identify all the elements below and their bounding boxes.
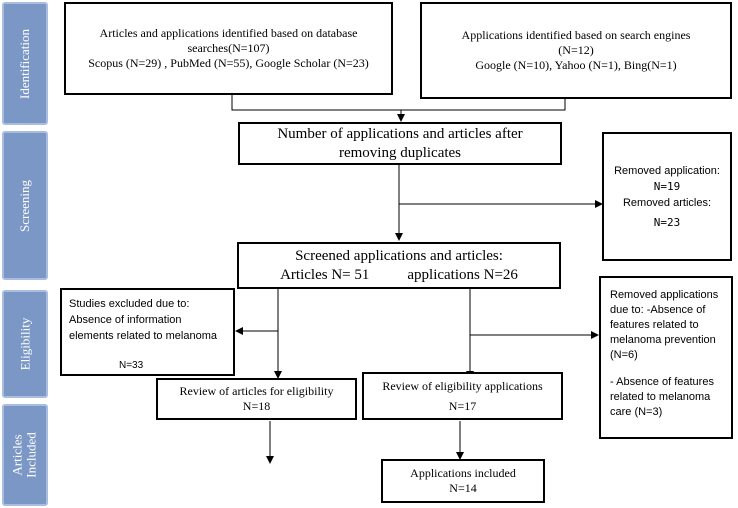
removed-apps-line4: melanoma prevention bbox=[610, 334, 716, 346]
database-search-box: Articles and applications identified bas… bbox=[64, 2, 393, 95]
review-apps-line1: Review of eligibility applications bbox=[382, 379, 543, 393]
review-articles-count: N=18 bbox=[242, 399, 271, 413]
excluded-count: N=33 bbox=[119, 360, 144, 371]
stage-identification: Identification bbox=[2, 2, 48, 125]
removed-apps-line5: (N=6) bbox=[610, 349, 638, 361]
engine-search-line1: Applications identified based on search … bbox=[461, 28, 691, 42]
applications-included-box: Applications included N=14 bbox=[381, 459, 545, 503]
engine-search-line3: Google (N=10), Yahoo (N=1), Bing(N=1) bbox=[475, 58, 677, 72]
removed-apps-line2: due to: -Absence of bbox=[610, 304, 706, 316]
excluded-studies-box: Studies excluded due to: Absence of info… bbox=[60, 288, 235, 376]
screened-counts: Articles N= 51 applications N=26 bbox=[280, 266, 518, 285]
merge-line bbox=[231, 94, 566, 111]
removed-apps-line6: - Absence of features bbox=[610, 376, 714, 388]
review-applications-box: Review of eligibility applications N=17 bbox=[362, 372, 563, 420]
removed-app-label: Removed application: bbox=[614, 164, 720, 177]
db-search-line3: Scopus (N=29) , PubMed (N=55), Google Sc… bbox=[88, 56, 369, 70]
review-apps-count: N=17 bbox=[448, 399, 477, 413]
apps-included-count: N=14 bbox=[449, 481, 477, 495]
stage-screening: Screening bbox=[2, 131, 48, 280]
after-duplicates-box: Number of applications and articles afte… bbox=[238, 122, 562, 165]
removed-articles-count: N=23 bbox=[653, 215, 681, 229]
screened-line1: Screened applications and articles: bbox=[295, 247, 503, 264]
removed-duplicates-box: Removed application: N=19 Removed articl… bbox=[602, 132, 732, 261]
removed-applications-box: Removed applications due to: -Absence of… bbox=[599, 276, 733, 439]
stage-eligibility: Eligibility bbox=[2, 290, 48, 398]
removed-app-count: N=19 bbox=[653, 179, 681, 193]
excluded-line2: Absence of information bbox=[69, 314, 182, 326]
screened-box: Screened applications and articles: Arti… bbox=[237, 242, 561, 289]
after-duplicates-line2: removing duplicates bbox=[338, 144, 462, 161]
db-search-line1: Articles and applications identified bas… bbox=[99, 26, 358, 40]
removed-articles-label: Removed articles: bbox=[622, 196, 712, 209]
search-engine-box: Applications identified based on search … bbox=[420, 2, 732, 99]
removed-apps-line8: care (N=3) bbox=[610, 406, 663, 418]
review-articles-box: Review of articles for eligibility N=18 bbox=[156, 378, 357, 420]
engine-search-line2: (N=12) bbox=[558, 43, 594, 57]
removed-apps-line7: related to melanoma bbox=[610, 391, 711, 403]
removed-apps-line1: Removed applications bbox=[610, 289, 719, 301]
screened-articles: Articles N= 51 bbox=[280, 266, 370, 283]
db-search-line2: searches(N=107) bbox=[187, 41, 270, 55]
apps-included-line1: Applications included bbox=[410, 466, 516, 480]
review-articles-line1: Review of articles for eligibility bbox=[179, 384, 334, 398]
excluded-line3: elements related to melanoma bbox=[69, 330, 217, 342]
screened-applications: applications N=26 bbox=[407, 266, 518, 283]
after-duplicates-line1: Number of applications and articles afte… bbox=[277, 125, 523, 142]
stage-included: Articles Included bbox=[2, 404, 48, 506]
removed-apps-line3: features related to bbox=[610, 319, 699, 331]
excluded-line1: Studies excluded due to: bbox=[69, 298, 190, 310]
